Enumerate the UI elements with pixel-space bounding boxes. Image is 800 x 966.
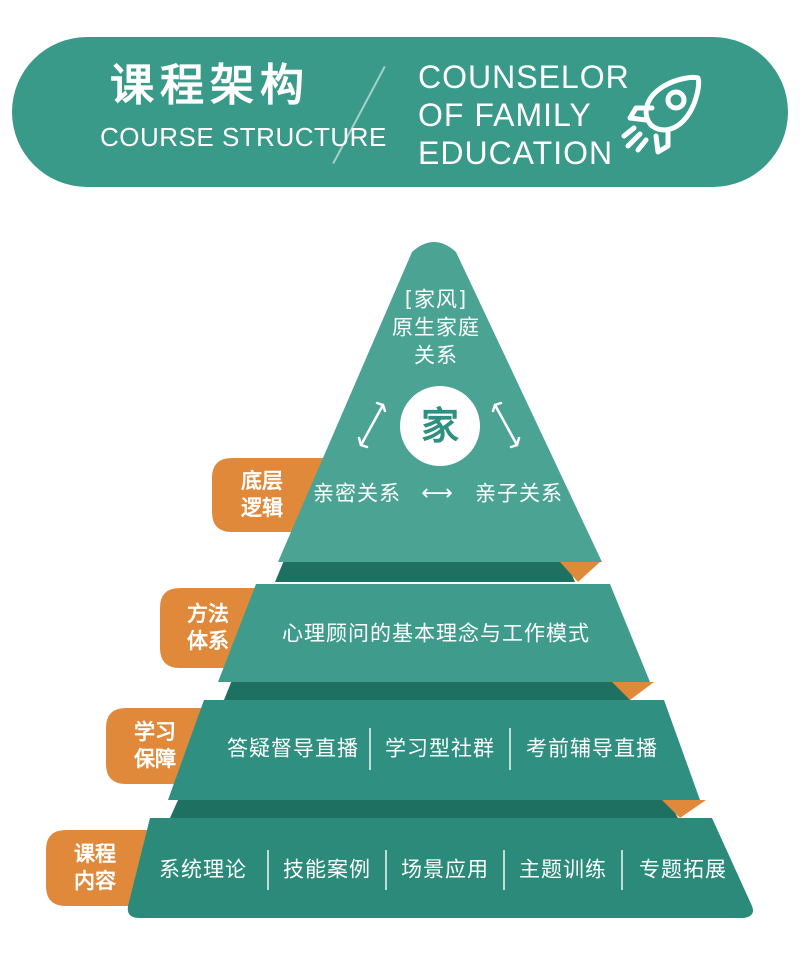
tagline-line-2: OF FAMILY <box>418 97 592 133</box>
header-banner <box>12 37 788 187</box>
orange-accent-3 <box>662 800 706 818</box>
band-3 <box>170 800 678 818</box>
tag-course-content: 课程 内容 <box>74 842 116 893</box>
orange-accent-1 <box>560 562 600 582</box>
tagline-line-3: EDUCATION <box>418 135 614 171</box>
band-1 <box>275 558 575 582</box>
band-2 <box>224 680 630 700</box>
tagline-line-1: COUNSELOR <box>418 59 630 95</box>
content-item-scenario: 场景应用 <box>401 857 489 882</box>
content-item-training: 主题训练 <box>519 857 607 882</box>
rocket-icon <box>621 74 702 155</box>
top-label-line2: 原生家庭 <box>392 315 480 340</box>
support-item-qa-live: 答疑督导直播 <box>227 736 359 761</box>
top-label-line3: 关系 <box>414 343 458 368</box>
parent-child-relation: 亲子关系 <box>475 481 563 506</box>
family-circle <box>400 386 480 466</box>
content-item-theory: 系统理论 <box>159 857 247 882</box>
page-subtitle: COURSE STRUCTURE <box>100 122 387 152</box>
support-item-exam-live: 考前辅导直播 <box>526 736 658 761</box>
tier-4 <box>127 818 753 918</box>
double-arrow-left-icon <box>357 401 387 449</box>
tier-3 <box>168 700 700 800</box>
content-item-topics: 专题拓展 <box>639 857 727 882</box>
content-item-skills: 技能案例 <box>283 857 371 882</box>
support-item-community: 学习型社群 <box>385 736 495 761</box>
double-arrow-right-icon <box>491 401 521 449</box>
intimate-relation: 亲密关系 <box>313 481 401 506</box>
page-title: 课程架构 <box>110 60 310 111</box>
orange-accent-2 <box>612 682 654 700</box>
tag-learning-support: 学习 保障 <box>134 720 176 771</box>
tier-2 <box>218 584 650 682</box>
family-char: 家 <box>420 403 460 448</box>
header-tagline: COUNSELOR OF FAMILY EDUCATION <box>418 58 630 172</box>
method-item: 心理顾问的基本理念与工作模式 <box>282 621 590 646</box>
tag-underlying-logic: 底层 逻辑 <box>241 469 283 520</box>
bidirectional-arrow-icon: ⟷ <box>421 481 453 506</box>
top-bracket-label: [家风] <box>404 287 468 312</box>
tag-method-system: 方法 体系 <box>187 602 229 653</box>
